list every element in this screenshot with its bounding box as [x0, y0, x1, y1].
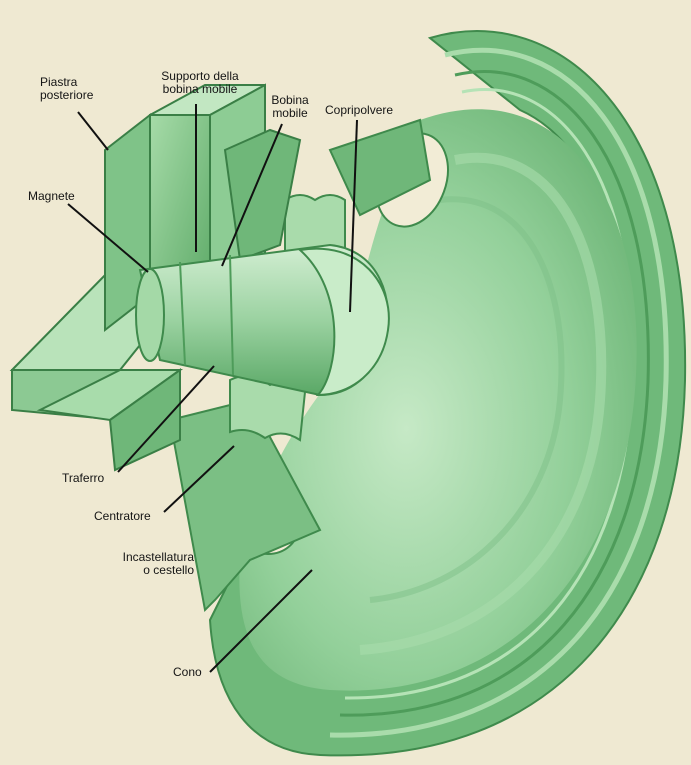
- label-back-plate-line2: posteriore: [40, 89, 93, 102]
- label-back-plate: Piastra posteriore: [40, 76, 93, 102]
- label-dust-cap: Copripolvere: [325, 104, 393, 117]
- label-voice-coil-line2: mobile: [262, 107, 318, 120]
- label-frame-line2: o cestello: [104, 564, 194, 577]
- label-spider: Centratore: [94, 510, 151, 523]
- label-coil-support-line2: bobina mobile: [147, 83, 253, 96]
- label-air-gap: Traferro: [62, 472, 104, 485]
- label-magnet: Magnete: [28, 190, 75, 203]
- label-coil-support: Supporto della bobina mobile: [147, 70, 253, 96]
- leader-back-plate: [78, 112, 108, 150]
- label-voice-coil: Bobina mobile: [262, 94, 318, 120]
- label-cone: Cono: [173, 666, 202, 679]
- label-frame: Incastellatura o cestello: [104, 551, 194, 577]
